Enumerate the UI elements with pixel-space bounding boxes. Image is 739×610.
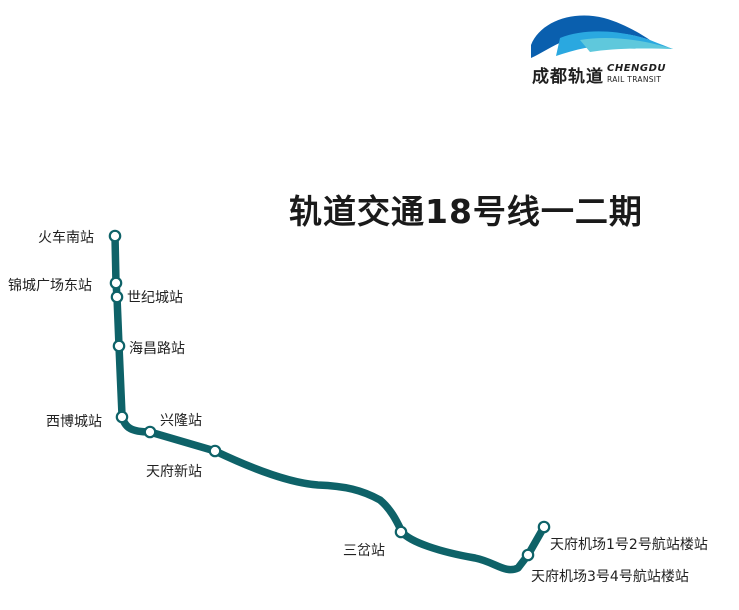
station-marker [394, 525, 408, 539]
station-marker [143, 425, 157, 439]
station-label: 世纪城站 [127, 290, 183, 306]
station-label: 海昌路站 [129, 341, 185, 357]
station-marker [108, 229, 122, 243]
chengdu-rail-logo-icon [531, 15, 673, 58]
station-marker [109, 276, 123, 290]
station-label: 天府新站 [146, 464, 202, 480]
logo-name-en: CHENGDU [607, 63, 667, 74]
station-label: 锦城广场东站 [8, 278, 92, 294]
logo-name-cn: 成都轨道 [532, 67, 604, 87]
logo-swoosh-cyan [580, 38, 673, 52]
station-label: 天府机场3号4号航站楼站 [531, 569, 689, 585]
station-label: 三岔站 [343, 543, 385, 559]
stations-layer [108, 229, 551, 562]
station-marker [537, 520, 551, 534]
station-label: 天府机场1号2号航站楼站 [550, 537, 708, 553]
station-marker [110, 290, 124, 304]
logo-name-en-sub: RAIL TRANSIT [607, 75, 662, 84]
station-marker [115, 410, 129, 424]
station-marker [521, 548, 535, 562]
station-marker [208, 444, 222, 458]
station-label: 火车南站 [38, 230, 94, 246]
logo-swoosh-dark [531, 15, 650, 58]
map-title: 轨道交通18号线一二期 [289, 192, 643, 231]
station-marker [112, 339, 126, 353]
station-label: 兴隆站 [160, 413, 202, 429]
station-label: 西博城站 [46, 414, 102, 430]
